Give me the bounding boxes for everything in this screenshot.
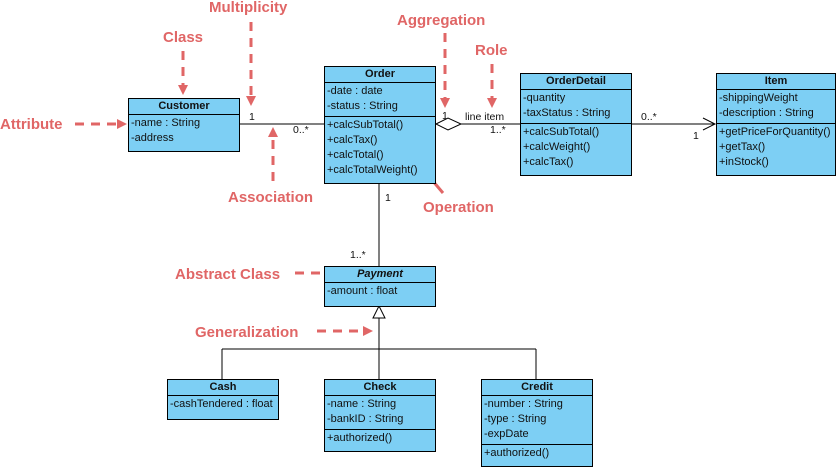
operation: +calcSubTotal()	[327, 119, 404, 131]
attributes-section: -quantity -taxStatus : String	[521, 90, 631, 123]
operation: +inStock()	[719, 156, 769, 168]
attribute: -number : String	[484, 398, 563, 410]
arrowhead-icon	[117, 119, 127, 129]
multiplicity-label: 1..*	[350, 249, 366, 261]
class-check[interactable]: Check -name : String -bankID : String +a…	[324, 379, 436, 452]
class-name: Item	[717, 74, 835, 90]
class-name: Order	[325, 67, 435, 83]
arrowhead-icon	[268, 127, 278, 137]
operation: +authorized()	[327, 432, 393, 444]
attribute: -shippingWeight	[719, 92, 798, 104]
class-customer[interactable]: Customer -name : String -address	[128, 98, 240, 152]
annotation-attribute: Attribute	[0, 116, 63, 133]
arrowhead-icon	[246, 96, 256, 106]
operation: +calcTotal()	[327, 149, 384, 161]
attributes-section: -cashTendered : float	[168, 396, 278, 414]
attributes-section: -date : date -status : String	[325, 83, 435, 116]
class-name: Payment	[325, 267, 435, 283]
attribute: -address	[131, 132, 174, 144]
attribute: -description : String	[719, 107, 814, 119]
annotation-operation: Operation	[423, 199, 494, 216]
annotation-class: Class	[163, 29, 203, 46]
multiplicity-label: 1..*	[490, 124, 506, 136]
operation: +calcTax()	[523, 156, 574, 168]
attribute: -name : String	[327, 398, 397, 410]
attributes-section: -shippingWeight -description : String	[717, 90, 835, 123]
attribute: -bankID : String	[327, 413, 404, 425]
attribute: -taxStatus : String	[523, 107, 611, 119]
operations-section: +calcSubTotal() +calcTax() +calcTotal() …	[325, 116, 435, 180]
attribute: -cashTendered : float	[170, 398, 273, 410]
class-name: Credit	[482, 380, 592, 396]
class-name: Customer	[129, 99, 239, 115]
annotation-aggregation: Aggregation	[397, 12, 485, 29]
class-payment[interactable]: Payment -amount : float	[324, 266, 436, 307]
multiplicity-label: 1	[249, 111, 255, 123]
class-item[interactable]: Item -shippingWeight -description : Stri…	[716, 73, 836, 176]
attributes-section: -number : String -type : String -expDate	[482, 396, 592, 444]
multiplicity-label: 1	[442, 110, 448, 122]
operation: +calcTax()	[327, 134, 378, 146]
operations-section: +authorized()	[325, 429, 435, 448]
role-label: line item	[465, 111, 504, 123]
operations-section: +getPriceForQuantity() +getTax() +inStoc…	[717, 123, 835, 172]
annotation-association: Association	[228, 189, 313, 206]
operations-section: +authorized()	[482, 444, 592, 463]
multiplicity-label: 0..*	[641, 111, 657, 123]
attribute: -date : date	[327, 85, 383, 97]
attributes-section: -name : String -bankID : String	[325, 396, 435, 429]
attribute: -type : String	[484, 413, 547, 425]
operation: +getTax()	[719, 141, 766, 153]
attribute: -status : String	[327, 100, 398, 112]
attributes-section: -name : String -address	[129, 115, 239, 148]
generalization-triangle	[372, 304, 386, 319]
arrowhead-icon	[487, 98, 497, 108]
multiplicity-label: 1	[693, 130, 699, 142]
attributes-section: -amount : float	[325, 283, 435, 301]
annotation-generalization: Generalization	[195, 324, 298, 341]
arrowhead-icon	[363, 326, 373, 336]
operation: +calcTotalWeight()	[327, 164, 418, 176]
attribute: -name : String	[131, 117, 201, 129]
class-name: Cash	[168, 380, 278, 396]
annotation-multiplicity: Multiplicity	[209, 0, 288, 16]
aggregation-diamond	[434, 117, 463, 131]
operation: +calcSubTotal()	[523, 126, 600, 138]
operation: +getPriceForQuantity()	[719, 126, 831, 138]
attribute: -amount : float	[327, 285, 398, 297]
class-orderdetail[interactable]: OrderDetail -quantity -taxStatus : Strin…	[520, 73, 632, 176]
annotation-abstract-class: Abstract Class	[175, 266, 280, 283]
multiplicity-label: 0..*	[293, 124, 309, 136]
class-cash[interactable]: Cash -cashTendered : float	[167, 379, 279, 420]
attribute: -quantity	[523, 92, 566, 104]
multiplicity-label: 1	[385, 192, 391, 204]
operations-section: +calcSubTotal() +calcWeight() +calcTax()	[521, 123, 631, 172]
operation: +calcWeight()	[523, 141, 591, 153]
class-credit[interactable]: Credit -number : String -type : String -…	[481, 379, 593, 467]
arrowhead-icon	[440, 98, 450, 108]
arrowhead-icon	[178, 85, 188, 95]
open-arrowhead	[702, 117, 717, 131]
class-name: OrderDetail	[521, 74, 631, 90]
class-name: Check	[325, 380, 435, 396]
attribute: -expDate	[484, 428, 529, 440]
operation: +authorized()	[484, 447, 550, 459]
class-order[interactable]: Order -date : date -status : String +cal…	[324, 66, 436, 184]
annotation-role: Role	[475, 42, 508, 59]
